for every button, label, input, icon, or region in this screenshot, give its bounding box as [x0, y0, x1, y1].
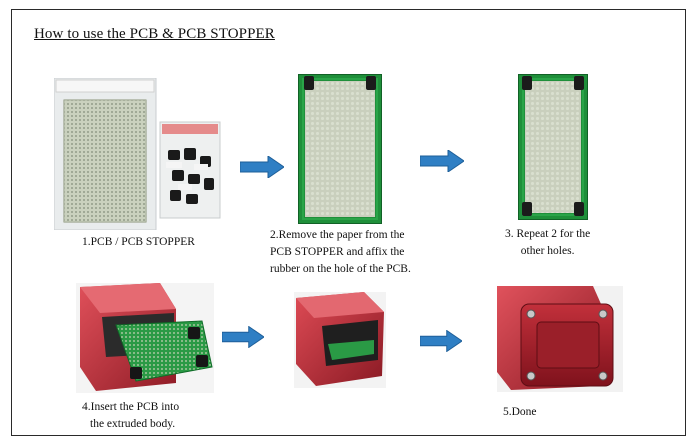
step4-photo: [76, 283, 214, 393]
pcb-stopper: [366, 76, 376, 90]
step1-caption: 1.PCB / PCB STOPPER: [82, 236, 195, 248]
step2-caption-line2: PCB STOPPER and affix the: [270, 246, 405, 258]
pcb-stopper: [522, 202, 532, 216]
pcb-stopper: [522, 76, 532, 90]
step3-caption-line1: 3. Repeat 2 for the: [505, 228, 591, 240]
step4-caption-line2: the extruded body.: [90, 418, 176, 430]
arrow-right-icon: [420, 330, 462, 352]
enclosure-insert-illustration: [76, 283, 214, 393]
page-title: How to use the PCB & PCB STOPPER: [34, 26, 275, 42]
arrow-right-icon: [420, 150, 464, 172]
step5-photo: [497, 286, 623, 392]
step2-caption-line3: rubber on the hole of the PCB.: [270, 263, 411, 275]
step1-photo: [54, 78, 224, 230]
step5-caption: 5.Done: [503, 406, 537, 418]
pcb-stopper: [304, 76, 314, 90]
step4-caption: 4.Insert the PCB into the extruded body.: [82, 399, 179, 433]
step3-photo: [518, 74, 588, 220]
pcb-board: [518, 74, 588, 220]
step2-caption-line1: 2.Remove the paper from the: [270, 229, 405, 241]
step4-caption-line1: 4.Insert the PCB into: [82, 401, 180, 413]
step3-caption: 3. Repeat 2 for the other holes.: [505, 226, 590, 260]
pcb-bag-illustration: [54, 78, 221, 230]
enclosure-with-pcb-illustration: [294, 292, 386, 388]
finished-enclosure-illustration: [497, 286, 623, 392]
step2-photo: [298, 74, 382, 224]
arrow-right-icon: [240, 156, 284, 178]
pcb-stopper: [574, 76, 584, 90]
step4b-photo: [294, 292, 386, 388]
step3-caption-line2: other holes.: [520, 245, 575, 257]
pcb-board: [298, 74, 382, 224]
arrow-right-icon: [222, 326, 264, 348]
pcb-stopper: [574, 202, 584, 216]
step2-caption: 2.Remove the paper from the PCB STOPPER …: [270, 227, 411, 278]
